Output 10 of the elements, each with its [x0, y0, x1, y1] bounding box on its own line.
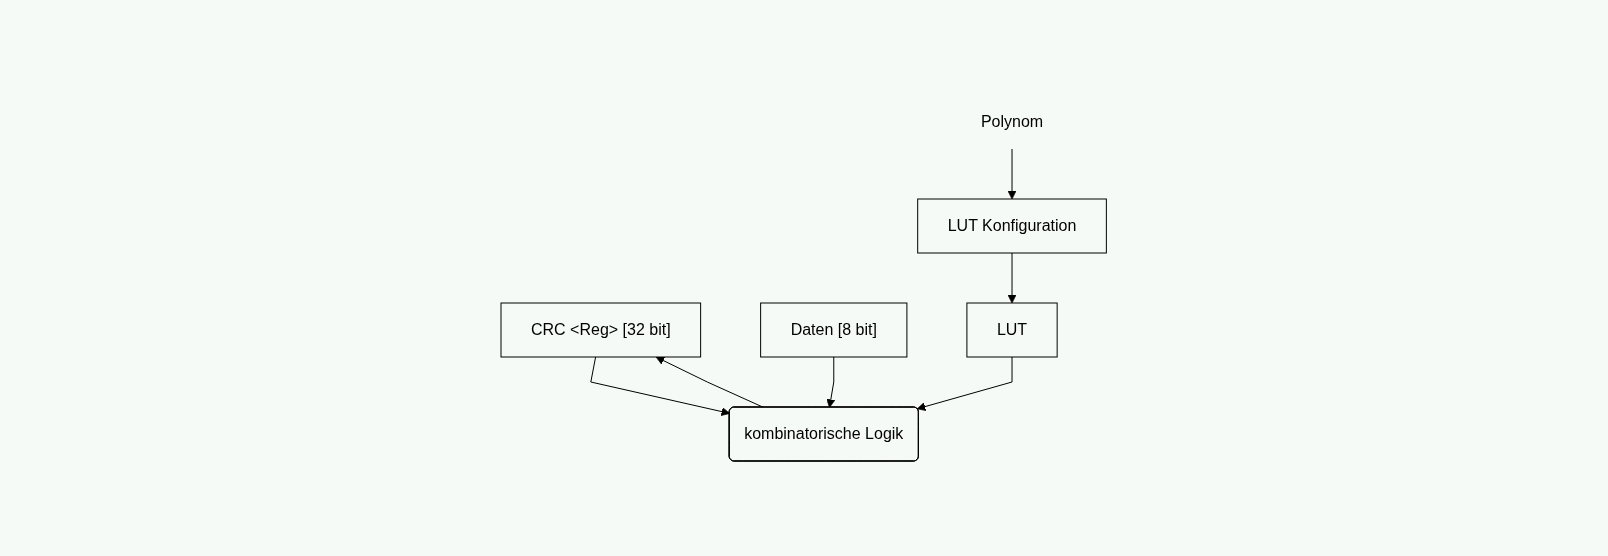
- node-box: LUT Konfiguration: [917, 198, 1108, 254]
- node-text: Polynom: [981, 113, 1044, 130]
- node-box: Daten [8 bit]: [760, 302, 908, 358]
- arrow: [826, 356, 836, 408]
- arrow: [590, 356, 731, 416]
- node-box: LUT: [966, 302, 1058, 358]
- arrow: [917, 356, 1013, 411]
- arrow: [1007, 252, 1017, 304]
- arrow: [1007, 148, 1017, 200]
- node-box: CRC <Reg> [32 bit]: [500, 302, 702, 358]
